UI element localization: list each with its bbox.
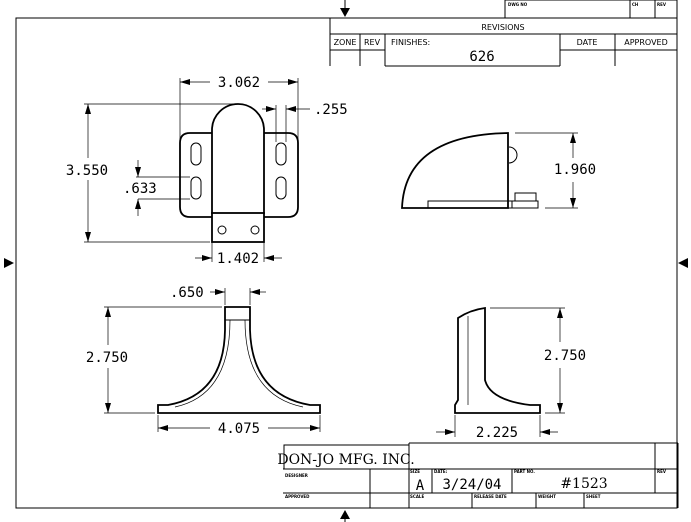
drawing-border bbox=[15, 17, 678, 509]
col-rev: REV bbox=[364, 38, 381, 47]
date-label: DATE: bbox=[434, 469, 448, 474]
revisions-block: DWG NO CH REV REVISIONS ZONE REV FINISHE… bbox=[329, 0, 678, 67]
part-no-label: PART NO. bbox=[514, 469, 535, 474]
sheet-label: SHEET bbox=[586, 494, 601, 499]
center-arrow-left bbox=[4, 258, 14, 268]
size-value: A bbox=[416, 478, 425, 494]
dim-right-depth: 2.225 bbox=[476, 425, 518, 441]
designer-label: DESIGNER bbox=[285, 473, 308, 478]
size-label: SIZE bbox=[410, 469, 420, 474]
dim-top-width: 3.062 bbox=[218, 75, 260, 91]
front-view: .650 2.750 4.075 bbox=[86, 285, 321, 437]
dim-tab-width: 1.402 bbox=[217, 251, 259, 267]
dwg-no-label: DWG NO bbox=[508, 2, 528, 7]
right-view: 2.750 2.225 bbox=[436, 306, 586, 441]
date-value: 3/24/04 bbox=[442, 477, 501, 493]
center-arrow-right bbox=[678, 258, 688, 268]
rev-top-label: REV bbox=[657, 2, 667, 7]
dim-overall-height: 3.550 bbox=[66, 163, 108, 179]
approved-label: APPROVED bbox=[285, 494, 310, 499]
revisions-title: REVISIONS bbox=[481, 23, 524, 32]
dim-front-height: 2.750 bbox=[86, 350, 128, 366]
dim-slot-width: .255 bbox=[314, 102, 348, 118]
center-arrow-top bbox=[340, 0, 350, 17]
scale-label: SCALE bbox=[410, 494, 424, 499]
col-approved: APPROVED bbox=[624, 38, 668, 47]
release-date-label: RELEASE DATE bbox=[474, 494, 507, 499]
dim-stem-width: .650 bbox=[170, 285, 204, 301]
top-view: 3.062 .255 3.550 .633 1.402 bbox=[66, 75, 348, 267]
dim-right-height: 2.750 bbox=[544, 348, 586, 364]
side-view: 1.960 bbox=[401, 132, 596, 209]
dim-base-length: 4.075 bbox=[218, 421, 260, 437]
part-no-value: #1523 bbox=[560, 476, 607, 492]
company-name: DON-JO MFG. INC. bbox=[277, 452, 414, 468]
ch-label: CH bbox=[632, 2, 638, 7]
finish-value: 626 bbox=[469, 49, 494, 65]
title-block: DON-JO MFG. INC. DESIGNER APPROVED SIZE … bbox=[277, 442, 679, 508]
col-zone: ZONE bbox=[334, 38, 357, 47]
weight-label: WEIGHT bbox=[538, 494, 556, 499]
col-finishes: FINISHES: bbox=[391, 38, 430, 47]
center-arrow-bottom bbox=[340, 510, 350, 522]
dim-slot-spacing: .633 bbox=[123, 181, 157, 197]
col-date: DATE bbox=[577, 38, 598, 47]
dim-side-height: 1.960 bbox=[554, 162, 596, 178]
rev-label: REV bbox=[657, 469, 667, 474]
